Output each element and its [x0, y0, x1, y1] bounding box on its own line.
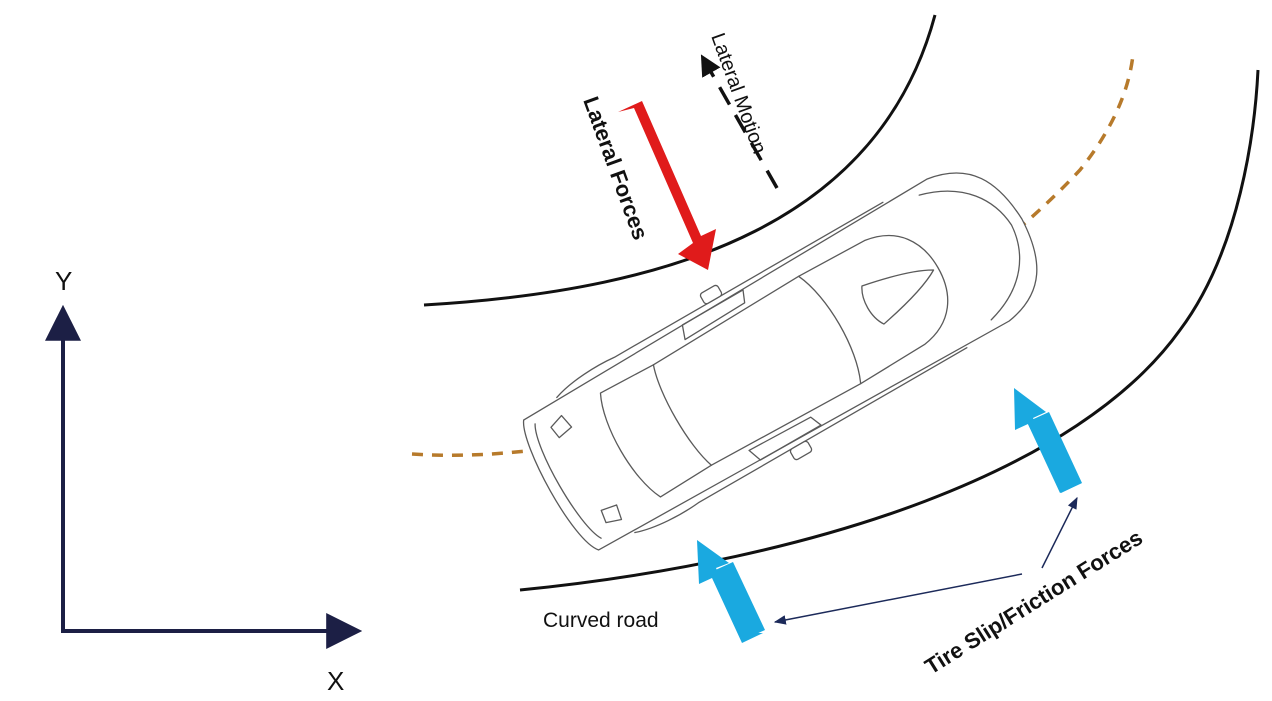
- lateral-motion-arrow: [700, 54, 779, 189]
- curved-road-label: Curved road: [543, 609, 659, 632]
- coordinate-axes: Y X: [45, 266, 363, 696]
- friction-force-arrow-front: [1014, 388, 1082, 493]
- road-outer-edge: [519, 69, 1260, 592]
- friction-force-arrow-rear: [697, 540, 765, 643]
- car-topview-icon: [523, 172, 1038, 551]
- pointer-to-front-arrow: [1041, 496, 1078, 569]
- tire-friction-forces-label: Tire Slip/Friction Forces: [920, 525, 1146, 679]
- friction-label-pointers: [773, 496, 1078, 625]
- x-axis-label: X: [327, 666, 344, 696]
- lateral-force-arrow: [618, 101, 716, 270]
- road-inner-edge: [423, 14, 937, 307]
- curved-road: [423, 14, 1260, 592]
- y-axis-label: Y: [55, 266, 72, 296]
- pointer-to-rear-arrow: [773, 573, 1023, 625]
- lateral-motion-label: Lateral Motion: [706, 30, 770, 157]
